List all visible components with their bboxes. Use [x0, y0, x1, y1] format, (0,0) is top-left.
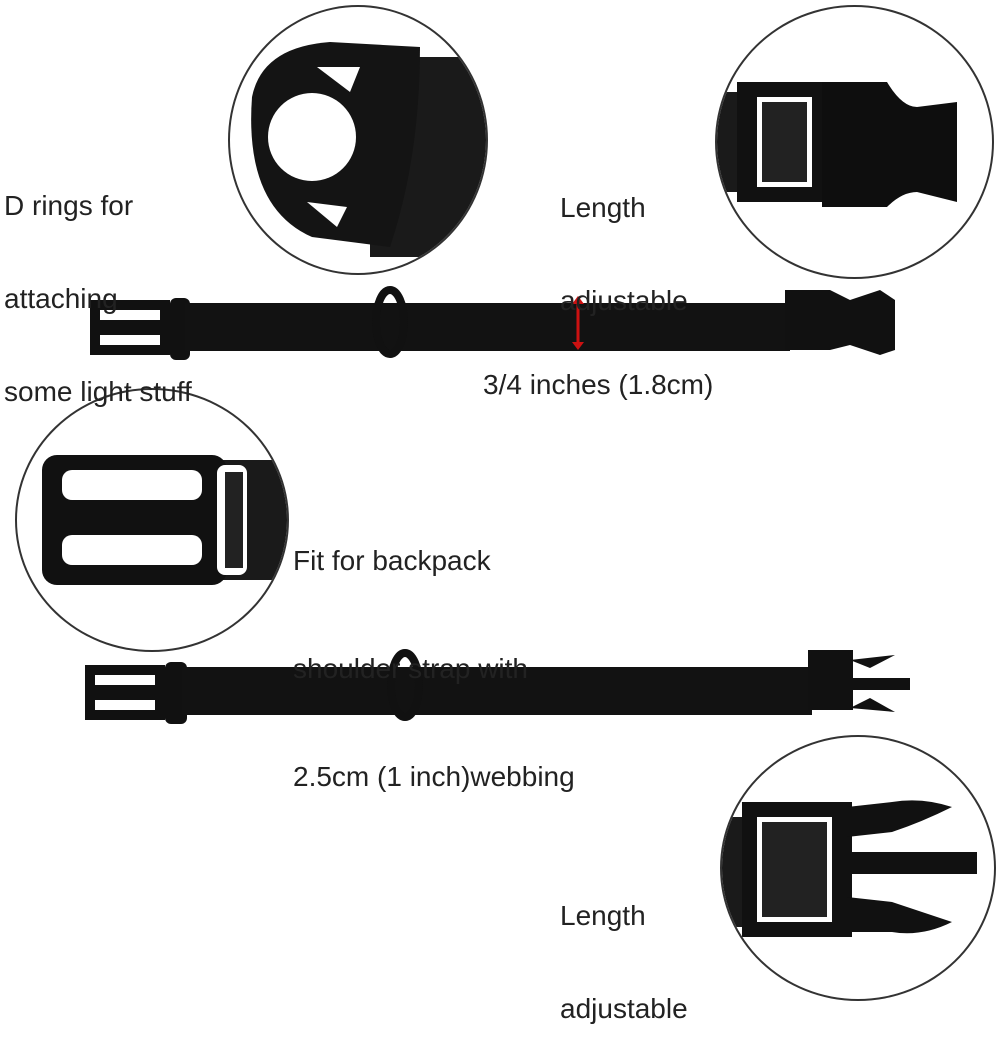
callout-line: adjustable: [560, 993, 688, 1024]
buckle-female-detail-circle: [715, 5, 994, 279]
fit-callout: Fit for backpack shoulder strap with 2.5…: [293, 471, 575, 831]
d-ring-image: [251, 42, 486, 257]
callout-line: Length: [560, 192, 646, 223]
callout-line: D rings for: [4, 190, 134, 221]
ladder-lock-detail-circle: [15, 388, 289, 652]
callout-line: attaching: [4, 283, 118, 314]
strap-top: [90, 286, 895, 360]
callout-line: shoulder strap with: [293, 653, 529, 684]
d-ring-detail-circle: [228, 5, 488, 275]
width-callout: 3/4 inches (1.8cm): [483, 369, 714, 400]
length-adjustable-top-callout: Length adjustable: [560, 130, 688, 347]
buckle-male-detail-circle: [720, 735, 996, 1001]
callout-line: some light stuff: [4, 376, 192, 407]
callout-line: adjustable: [560, 285, 688, 316]
female-buckle-image: [717, 82, 957, 207]
length-adjustable-bottom-callout: Length adjustable: [560, 838, 688, 1055]
callout-line: Fit for backpack: [293, 545, 491, 576]
male-buckle-image: [722, 800, 977, 937]
d-rings-callout: D rings for attaching some light stuff: [4, 128, 192, 438]
callout-line: Length: [560, 900, 646, 931]
callout-line: 2.5cm (1 inch)webbing: [293, 761, 575, 792]
ladder-lock-image: [42, 455, 287, 585]
